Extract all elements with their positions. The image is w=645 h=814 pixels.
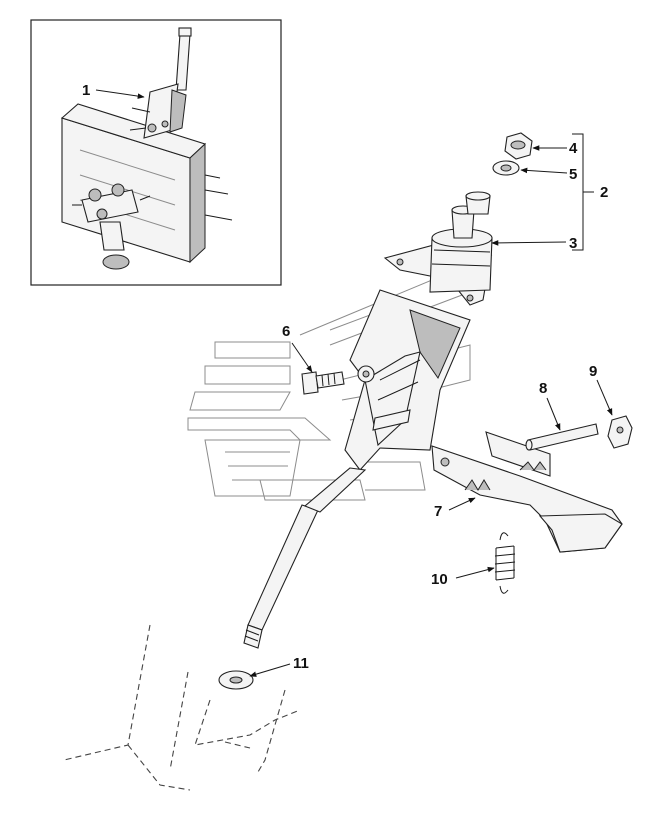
bolt-part-6: [301, 371, 345, 395]
column-tube-part-3: [383, 191, 493, 306]
callout-10: 10: [431, 571, 448, 588]
steering-shaft: [243, 504, 319, 649]
leader-7: [448, 497, 476, 511]
washer-part-11: [218, 670, 254, 690]
pin-part-8: [525, 423, 599, 451]
callout-8: 8: [539, 380, 547, 397]
callout-1: 1: [82, 82, 90, 99]
spring-part-10: [494, 532, 516, 594]
inset-dashboard: [60, 103, 233, 264]
callout-6: 6: [282, 323, 290, 340]
dashed-floor-outline: [63, 624, 301, 791]
lever-part-7: [431, 431, 623, 553]
leader-5: [520, 167, 568, 174]
washer-part-5: [492, 160, 520, 176]
leader-6: [291, 342, 313, 373]
callout-4: 4: [569, 140, 578, 157]
leader-8: [546, 397, 561, 431]
callout-9: 9: [589, 363, 597, 380]
column-bracket-housing: [303, 289, 471, 513]
callout-11: 11: [293, 655, 309, 672]
nut-part-4: [504, 132, 533, 160]
callout-3: 3: [569, 235, 577, 252]
inset-valve-group: [72, 183, 151, 270]
leader-9: [596, 379, 613, 416]
clip-part-9: [607, 415, 633, 449]
leader-1: [95, 89, 145, 99]
callout-2: 2: [600, 184, 608, 201]
leader-3: [491, 240, 567, 246]
inset-overview: 1: [30, 19, 282, 286]
leader-10: [455, 566, 495, 579]
inset-steering-column: [129, 27, 192, 139]
callout-bracket-2: [572, 133, 594, 251]
callout-7: 7: [434, 503, 442, 520]
callout-5: 5: [569, 166, 577, 183]
leader-11: [249, 663, 291, 677]
